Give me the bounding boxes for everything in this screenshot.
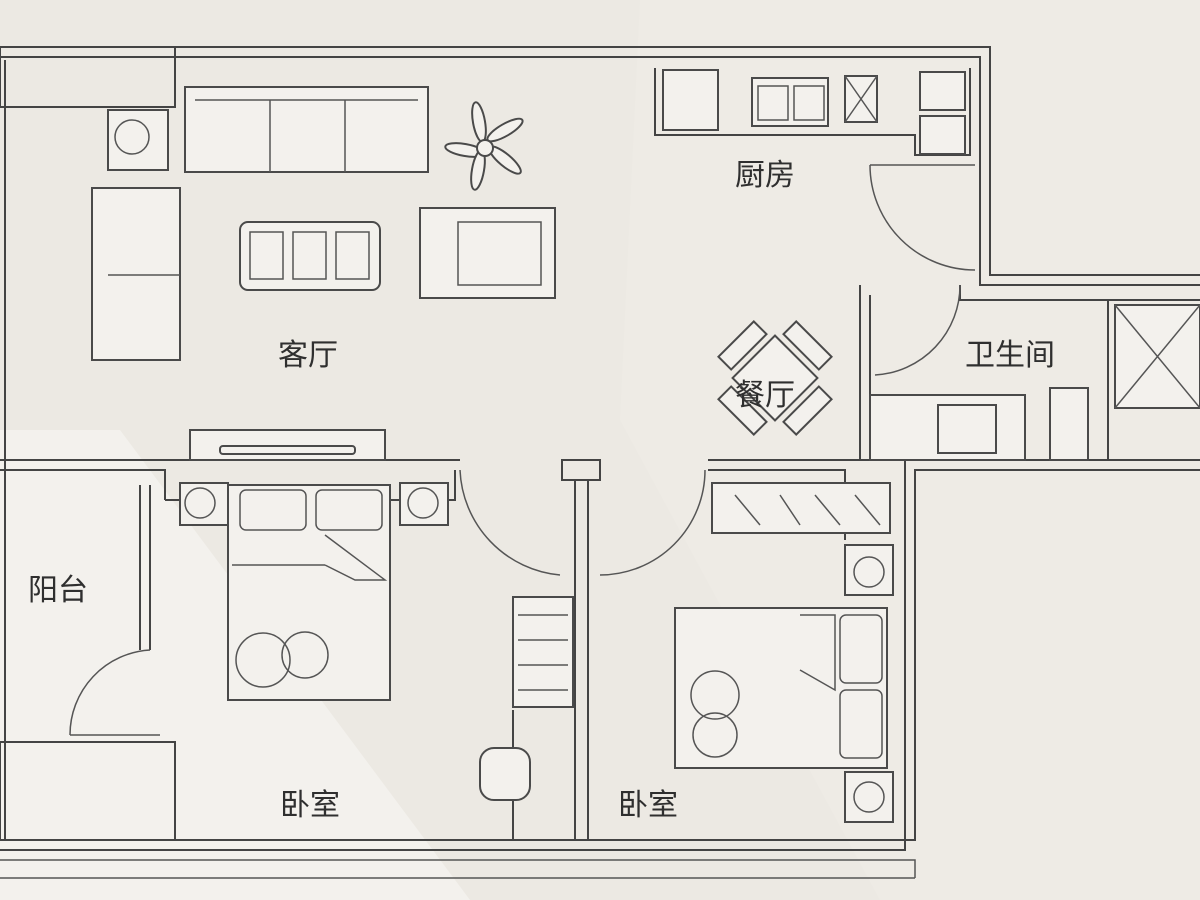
ceiling-fan-icon	[444, 101, 524, 191]
washbasin-icon	[937, 404, 997, 454]
toilet-icon	[1049, 387, 1089, 461]
closet-icon	[711, 482, 891, 534]
wall-pillar	[561, 459, 601, 481]
tv-icon	[219, 445, 356, 455]
interior-walls	[0, 285, 1200, 840]
armchair-icon	[419, 207, 556, 299]
left-bedroom-furniture	[179, 482, 574, 840]
sink-icon	[751, 77, 829, 127]
ac-unit-icon	[107, 109, 169, 171]
dining-table-icon	[717, 320, 833, 436]
room-label-balcony: 阳台	[28, 573, 88, 608]
bed-icon	[227, 484, 391, 701]
room-label-bedroom-right: 卧室	[618, 788, 678, 823]
room-label-dining-room: 餐厅	[735, 378, 795, 413]
window-top-left	[0, 46, 176, 108]
outer-walls	[0, 46, 1200, 879]
room-label-living-room: 客厅	[278, 338, 338, 373]
room-label-bedroom-left: 卧室	[280, 788, 340, 823]
right-bedroom-furniture	[674, 482, 894, 823]
coffee-table-icon	[239, 221, 381, 291]
kitchen-counter	[654, 68, 971, 156]
chair-icon	[479, 747, 531, 801]
living-furniture	[91, 86, 556, 461]
sofa-icon	[184, 86, 429, 173]
room-label-kitchen: 厨房	[735, 158, 795, 193]
balcony-cabinet	[0, 741, 176, 841]
room-label-bathroom: 卫生间	[965, 338, 1055, 373]
side-sofa-icon	[91, 187, 181, 361]
fridge-icon	[662, 69, 719, 131]
bathroom-fixtures	[869, 304, 1200, 461]
door-arcs	[69, 164, 976, 736]
bed-icon	[674, 607, 888, 769]
